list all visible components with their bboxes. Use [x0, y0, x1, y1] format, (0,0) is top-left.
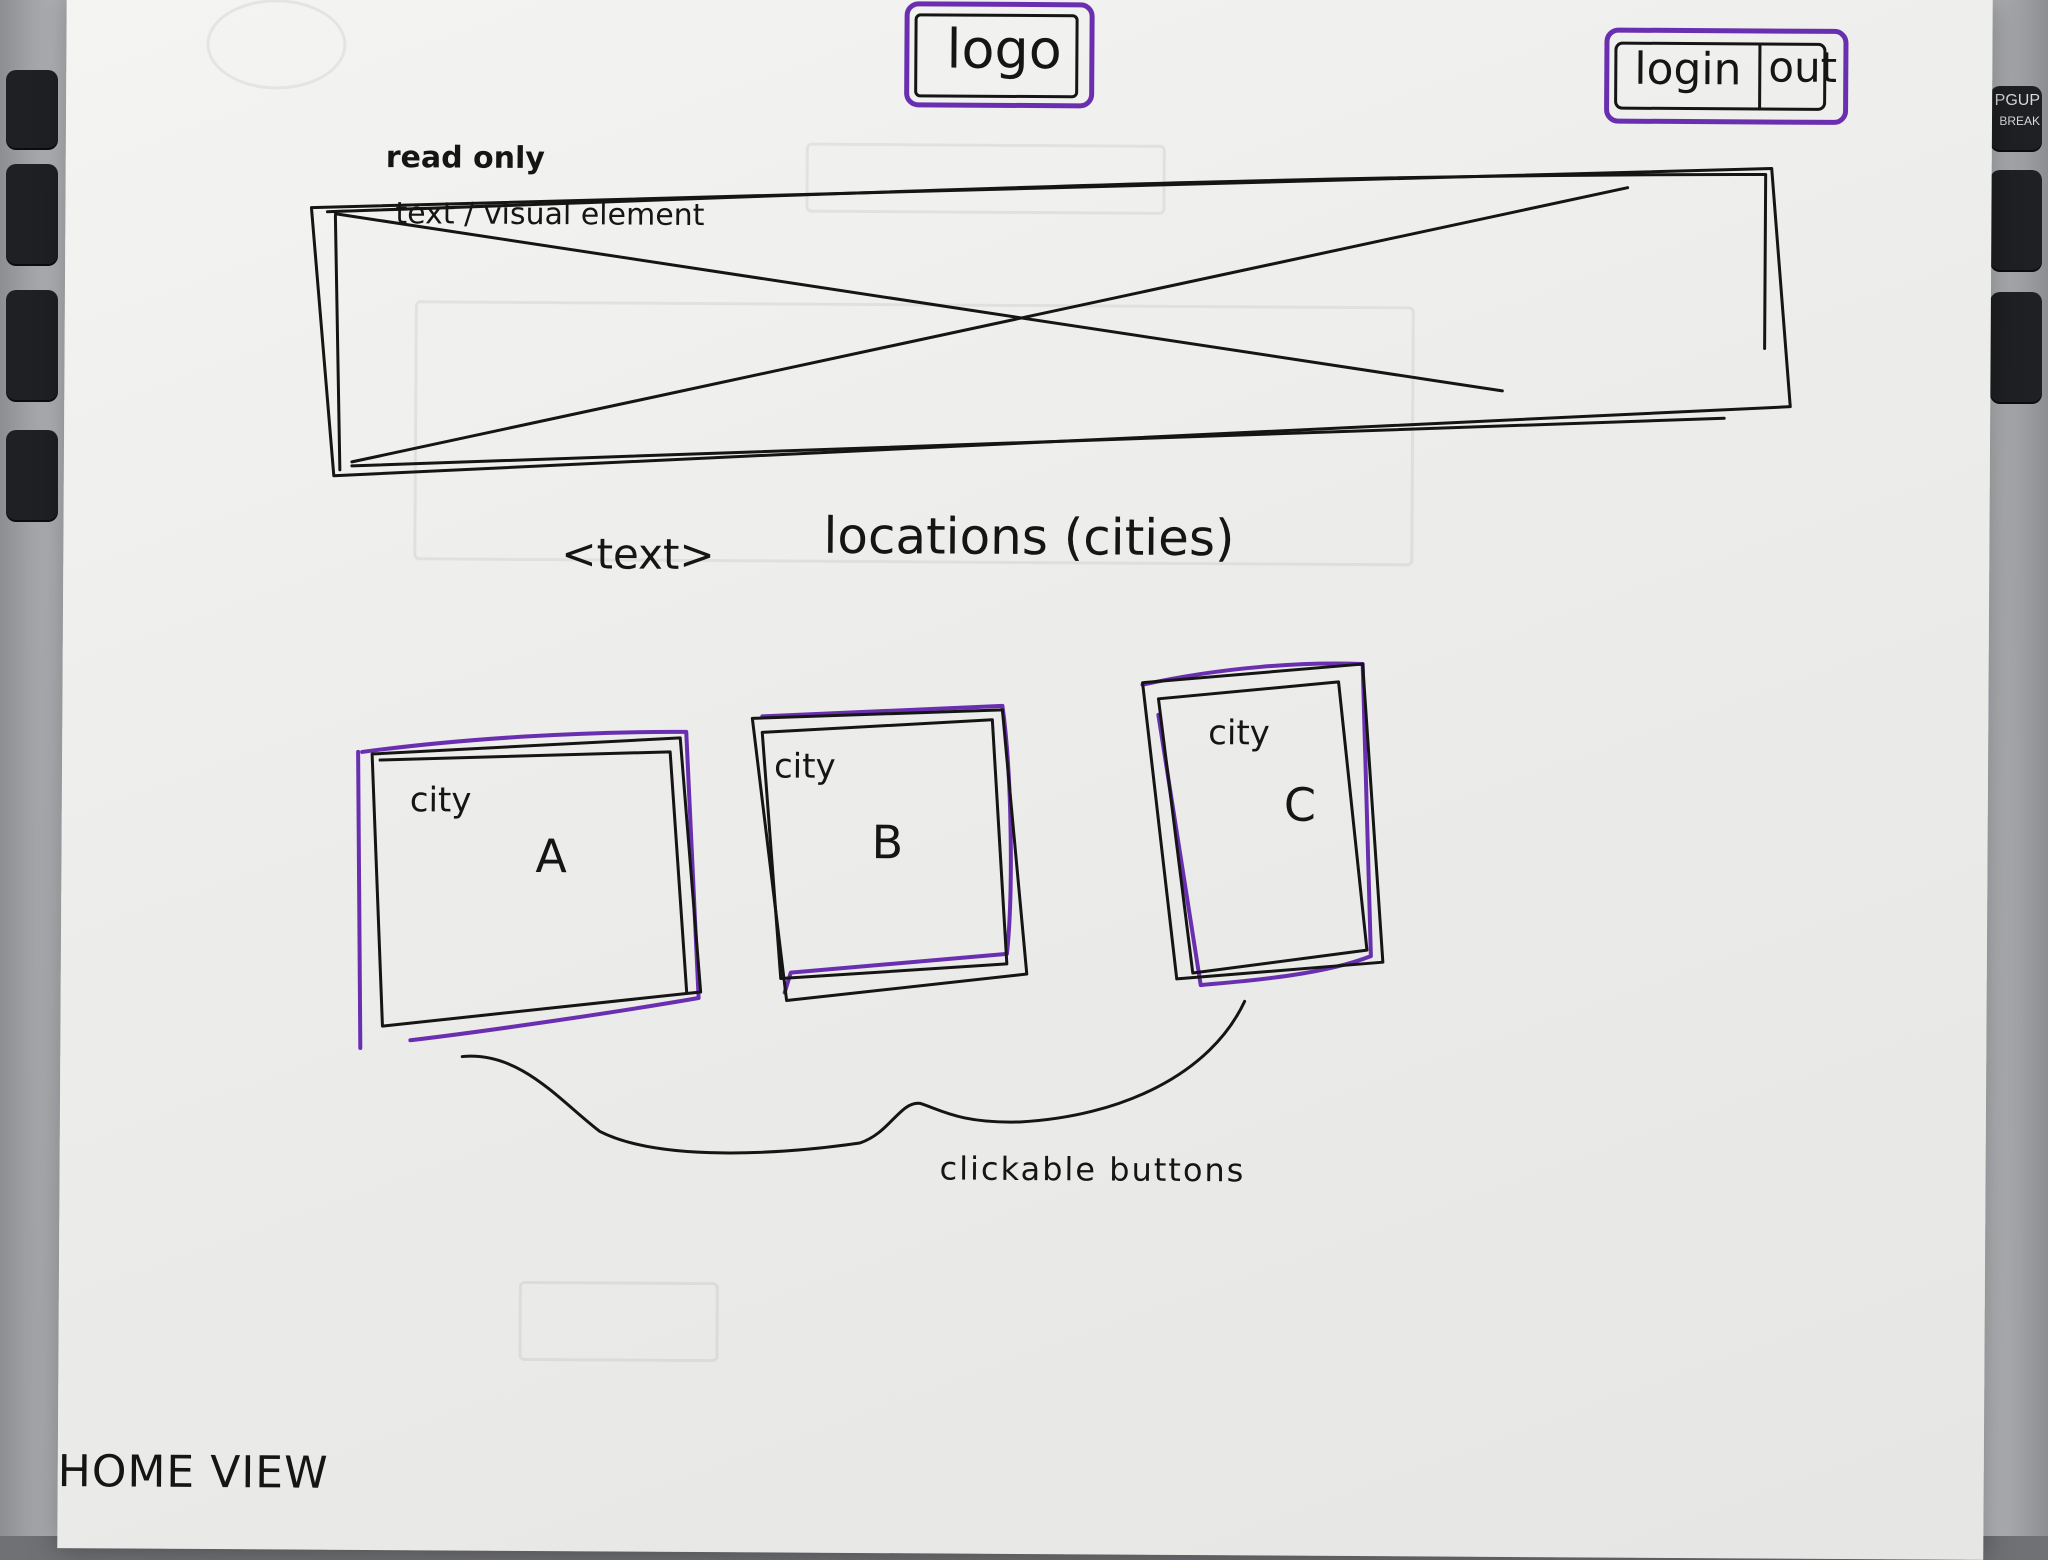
- keyboard-key: [1990, 170, 2042, 270]
- card-a-purple-outline: [356, 749, 363, 1050]
- card-a-box: [370, 736, 703, 1028]
- keyboard-key: [6, 430, 58, 520]
- city-card-c-letter[interactable]: C: [1283, 777, 1317, 832]
- hero-placeholder-cross-line: [333, 212, 1504, 393]
- city-card-a-label[interactable]: city: [409, 780, 472, 821]
- hero-note-visual-element: text / visual element: [395, 196, 705, 234]
- city-card-c-label[interactable]: city: [1208, 713, 1270, 754]
- card-a-purple-outline: [360, 729, 701, 1043]
- hero-box-inner: [325, 172, 1768, 472]
- card-c-box-inner: [1156, 680, 1369, 975]
- card-c-box: [1141, 662, 1385, 981]
- card-a-box-inner: [378, 750, 689, 994]
- text-placeholder-tag: <text>: [561, 529, 715, 580]
- hero-note-read-only: read only: [385, 140, 545, 177]
- keyboard-key: [6, 290, 58, 400]
- sketch-paper: logo login out: [57, 0, 1993, 1560]
- city-card-b-label[interactable]: city: [773, 746, 836, 787]
- card-b-box-inner: [760, 718, 1009, 981]
- keyboard-key: [1990, 292, 2042, 402]
- clickable-buttons-brace: [460, 999, 1247, 1155]
- hero-placeholder-cross-line: [350, 186, 1630, 464]
- card-c-purple-outline: [1140, 661, 1373, 988]
- keyboard-key: [6, 164, 58, 264]
- keyboard-key-sublabel: BREAK: [1999, 114, 2040, 128]
- city-card-a-letter[interactable]: A: [535, 829, 568, 884]
- view-name: HOME VIEW: [57, 1446, 329, 1499]
- clickable-buttons-annotation: clickable buttons: [939, 1149, 1246, 1190]
- city-card-b-letter[interactable]: B: [871, 815, 904, 870]
- sketch-strokes: [309, 167, 1792, 1155]
- keyboard-key-label: PGUP: [1994, 92, 2040, 109]
- keyboard-key: [1990, 86, 2042, 150]
- keyboard-key: [6, 70, 58, 148]
- section-title: locations (cities): [823, 506, 1235, 568]
